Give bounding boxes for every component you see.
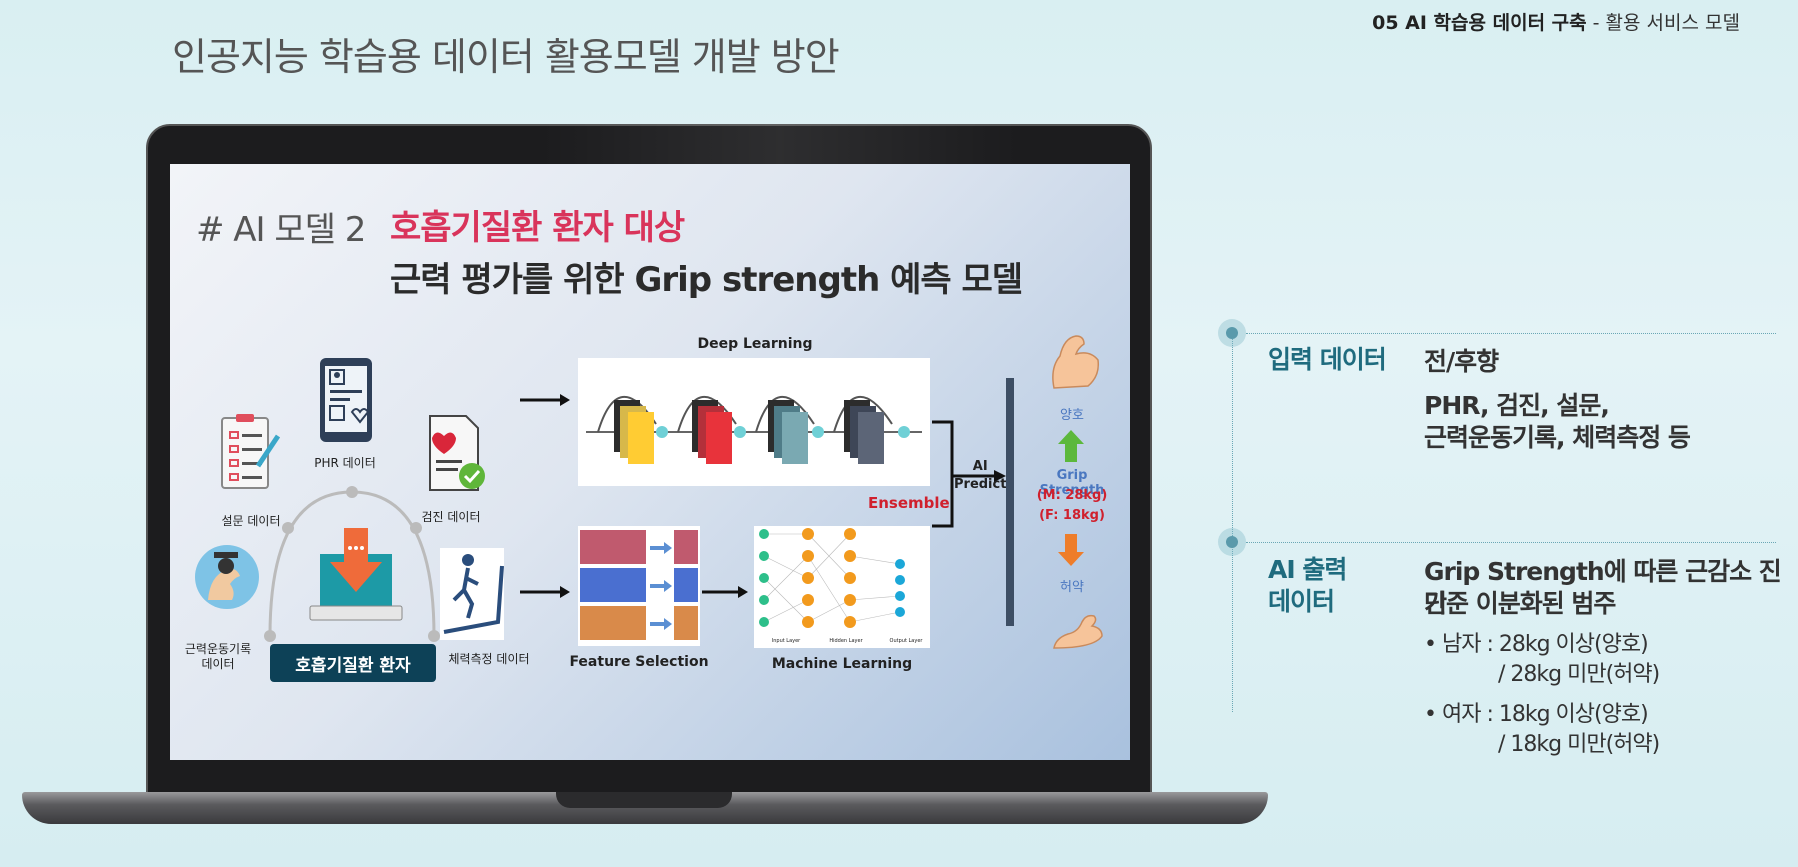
weak-label: 허약: [1060, 580, 1084, 595]
female-criterion-1: • 여자 : 18kg 이상(양호): [1424, 702, 1649, 727]
panel-timeline: [1232, 330, 1234, 712]
model-title-target: 호흡기질환 환자 대상: [390, 208, 685, 248]
deep-learning-label: Deep Learning: [697, 336, 813, 352]
model-tag: # AI 모델 2: [196, 210, 366, 250]
female-criterion-2: / 18kg 미만(허약): [1498, 732, 1660, 757]
checkup-label: 검진 데이터: [421, 510, 481, 524]
output-data-desc-2: 기준 이분화된 범주: [1424, 589, 1616, 618]
male-criterion-1: • 남자 : 28kg 이상(양호): [1424, 632, 1649, 657]
feature-selection-diagram: [578, 526, 700, 646]
weak-arm-icon: [1053, 614, 1103, 649]
input-data-period: 전/후향: [1424, 347, 1499, 376]
nn-input-layer-label: Input Layer: [771, 638, 801, 644]
section-label: 05 AI 학습용 데이터 구축 - 활용 서비스 모델: [1372, 8, 1740, 35]
nn-hidden-layer-label: Hidden Layer: [829, 638, 863, 644]
ensemble-connector: [932, 420, 1006, 528]
input-data-sources-2: 근력운동기록, 체력측정 등: [1424, 423, 1691, 452]
up-arrow-icon: [1058, 430, 1084, 462]
fitness-label: 체력측정 데이터: [448, 652, 530, 666]
down-arrow-icon: [1058, 534, 1084, 566]
output-data-desc-1: Grip Strength에 따른 근감소 진단: [1424, 557, 1782, 618]
laptop-screen: # AI 모델 2 호흡기질환 환자 대상 근력 평가를 위한 Grip str…: [170, 164, 1130, 760]
patient-badge: 호흡기질환 환자: [270, 644, 436, 682]
input-data-heading: 입력 데이터: [1268, 345, 1387, 374]
panel-dot-2: [1218, 528, 1246, 556]
good-label: 양호: [1060, 408, 1084, 423]
output-bar: [1006, 378, 1014, 626]
grip-female-threshold: (F: 18kg): [1039, 508, 1105, 523]
arrow-to-dl: [520, 394, 570, 406]
section-number: 05 AI 학습용 데이터 구축: [1372, 12, 1587, 34]
exercise-arm-icon: [195, 545, 259, 609]
grip-strength-label: Grip Strength: [1039, 468, 1105, 498]
machine-learning-diagram: [754, 526, 930, 648]
panel-dot-1: [1218, 319, 1246, 347]
model-title-main: 근력 평가를 위한 Grip strength 예측 모델: [390, 260, 1023, 300]
input-data-sources-1: PHR, 검진, 설문,: [1424, 391, 1610, 420]
panel-divider-1: [1246, 333, 1776, 334]
fitness-treadmill-icon: [440, 548, 504, 640]
section-subtitle: - 활용 서비스 모델: [1586, 12, 1740, 34]
input-arc: [264, 486, 440, 642]
phr-label: PHR 데이터: [314, 456, 376, 470]
arrow-to-ml: [702, 586, 748, 598]
page-title: 인공지능 학습용 데이터 활용모델 개발 방안: [172, 35, 840, 79]
deep-learning-diagram: [578, 358, 930, 486]
download-laptop-icon: [309, 528, 403, 621]
strong-arm-icon: [1052, 335, 1100, 389]
survey-clipboard-icon: [221, 414, 281, 489]
grip-male-threshold: (M: 28kg): [1036, 488, 1108, 503]
phr-tablet-icon: [320, 358, 372, 442]
arrow-to-fs: [520, 586, 570, 598]
machine-learning-label: Machine Learning: [771, 656, 913, 672]
checkup-document-icon: [429, 415, 485, 491]
ensemble-label: Ensemble: [868, 494, 950, 512]
panel-divider-2: [1246, 542, 1776, 543]
survey-label: 설문 데이터: [221, 514, 281, 528]
laptop-notch: [556, 792, 732, 808]
male-criterion-2: / 28kg 미만(허약): [1498, 662, 1660, 687]
screen-glare: [540, 124, 1020, 164]
feature-selection-label: Feature Selection: [569, 654, 709, 670]
nn-output-layer-label: Output Layer: [889, 638, 923, 644]
